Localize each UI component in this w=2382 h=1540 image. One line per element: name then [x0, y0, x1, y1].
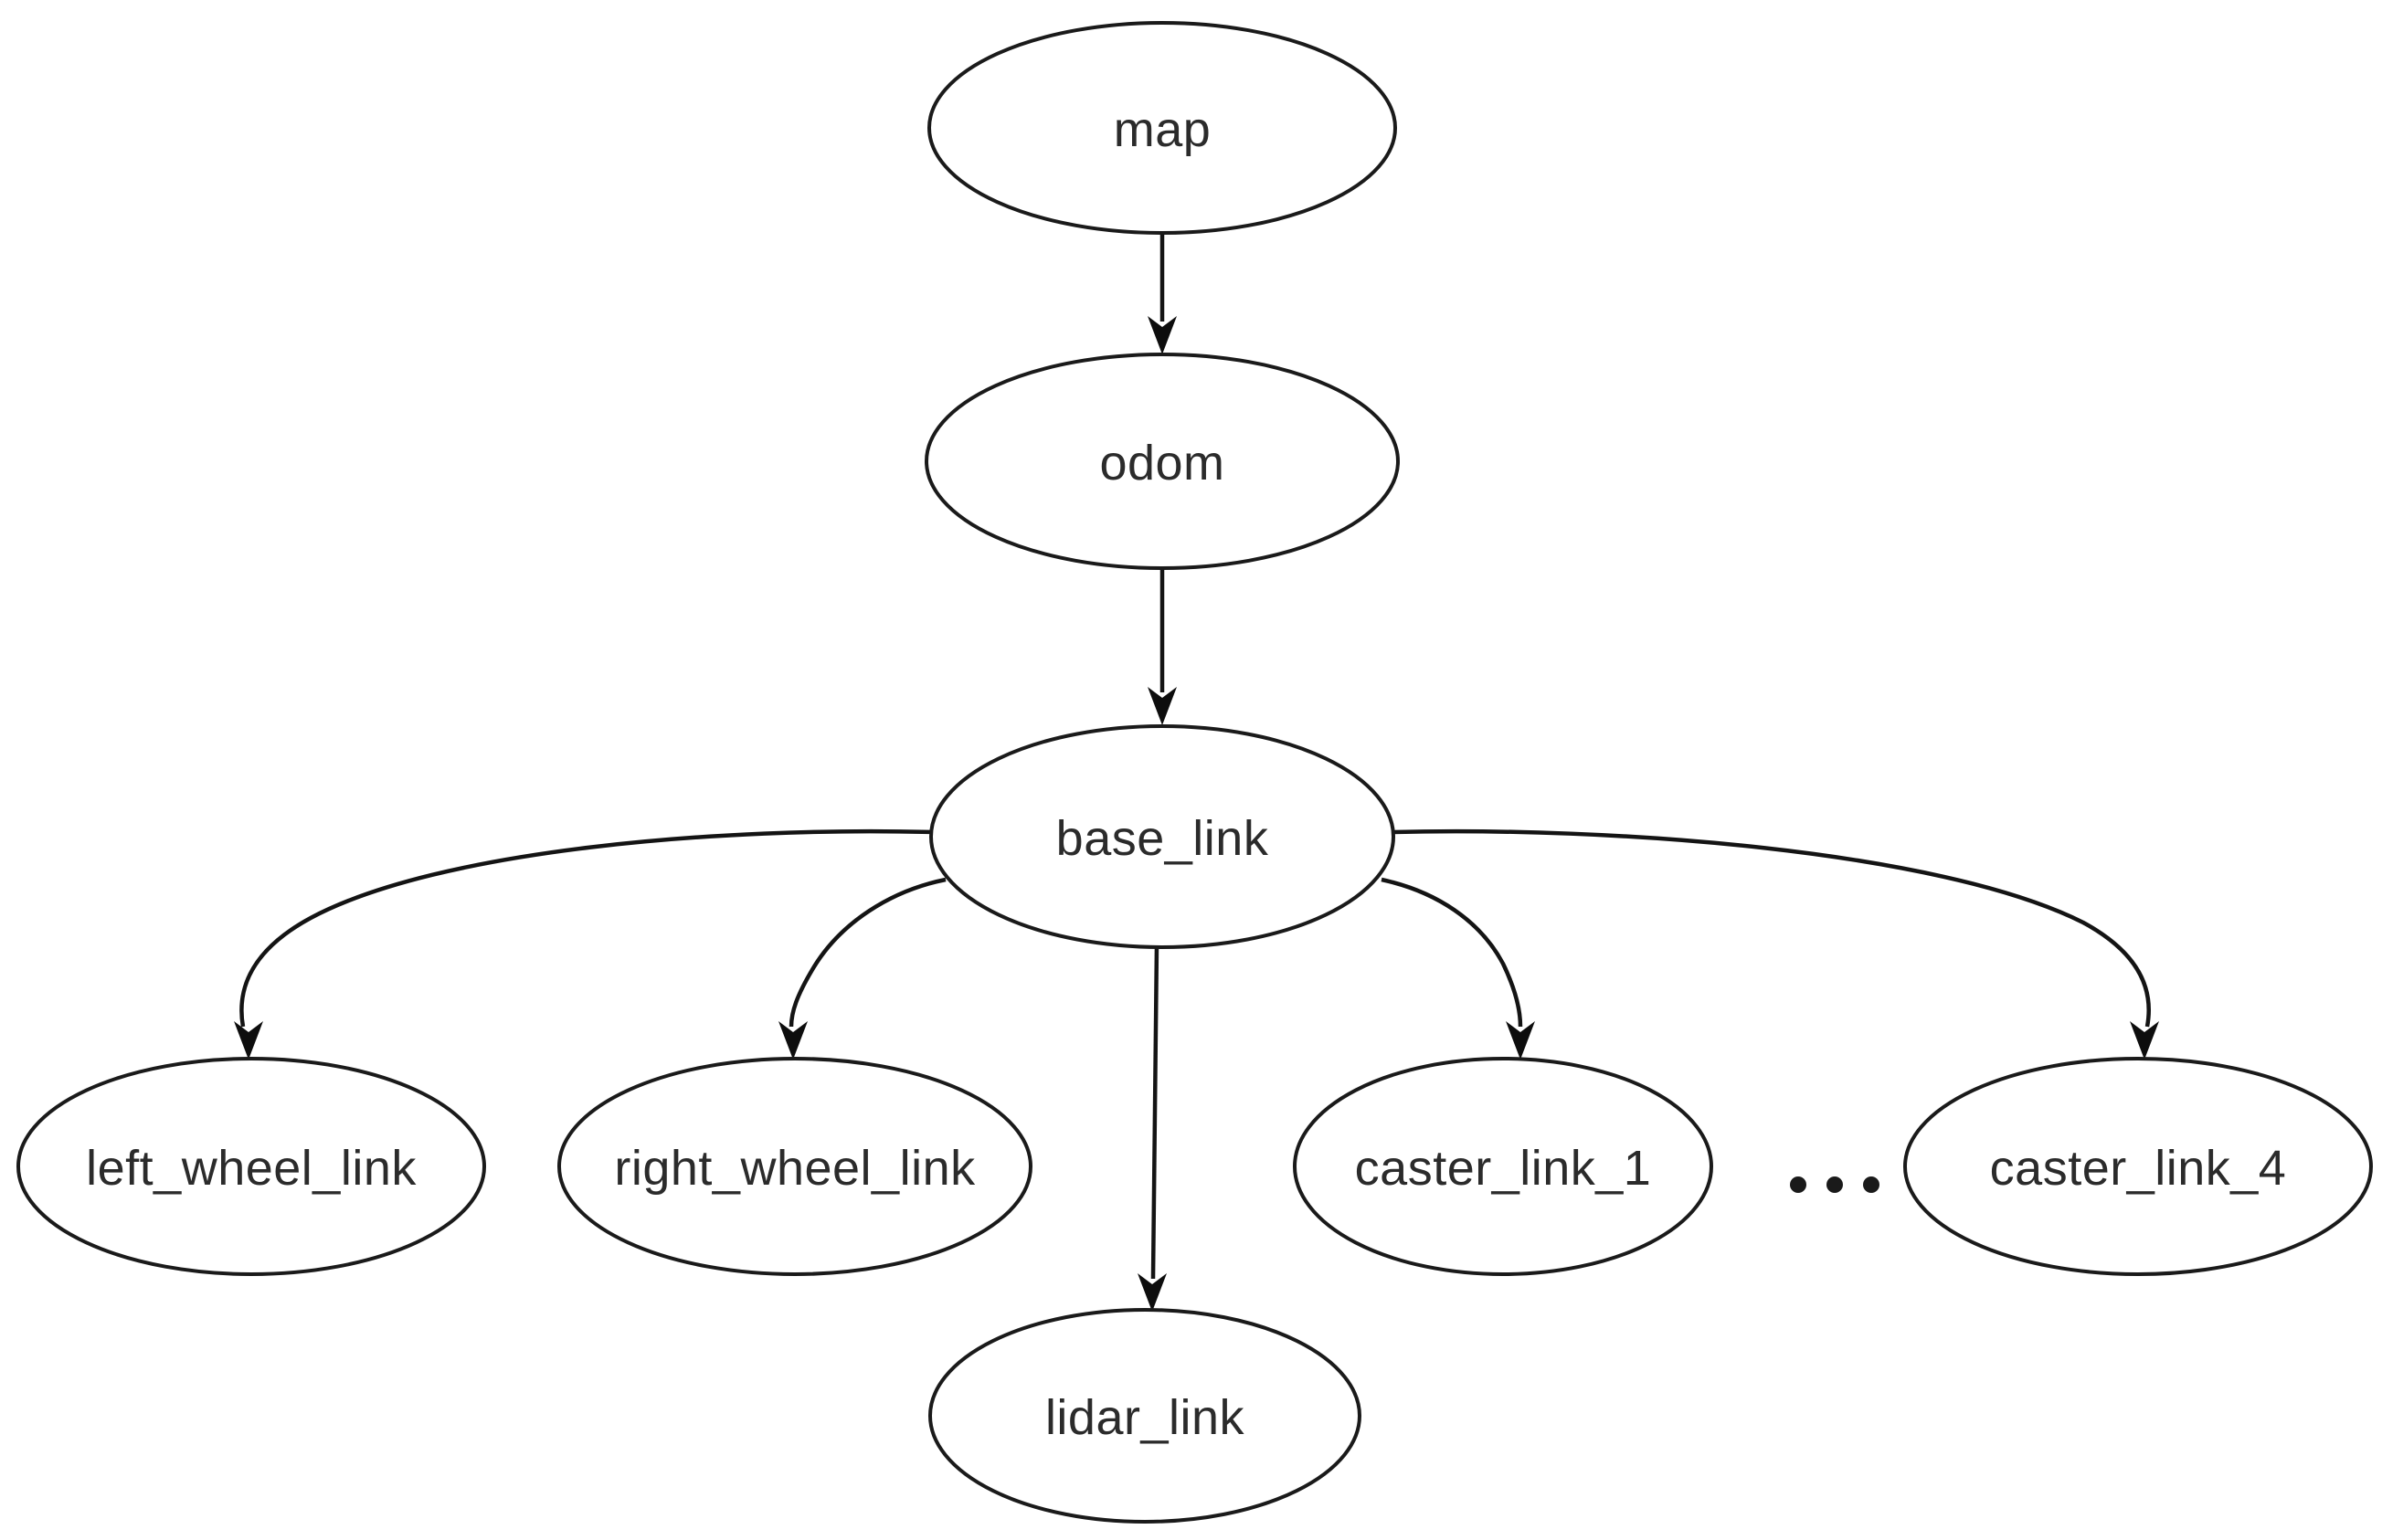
node-ellipse-left-wheel-link [16, 1057, 486, 1276]
arrowhead-icon [1138, 1273, 1167, 1312]
node-caster-link-1[interactable]: caster_link_1 [1293, 1057, 1713, 1276]
node-left-wheel-link[interactable]: left_wheel_link [16, 1057, 486, 1276]
arrowhead-icon [1506, 1021, 1535, 1060]
node-label-odom: odom [1099, 436, 1224, 490]
edge-odom-to-base-link [1148, 569, 1177, 725]
node-ellipse-right-wheel-link [557, 1057, 1032, 1276]
node-ellipse-map [927, 21, 1397, 235]
edge-base-link-to-right-wheel-link [778, 877, 947, 1060]
node-label-right-wheel-link: right_wheel_link [614, 1141, 976, 1196]
node-map[interactable]: map [927, 21, 1397, 235]
edge-base-link-to-caster-link-1 [1381, 877, 1535, 1060]
edge-base-link-to-caster-link-4 [1392, 828, 2159, 1060]
arrowhead-icon [778, 1021, 808, 1060]
arrowhead-icon [234, 1021, 263, 1060]
node-ellipse-base-link [929, 724, 1395, 949]
node-ellipse-odom [925, 353, 1400, 570]
node-label-lidar-link: lidar_link [1045, 1390, 1245, 1445]
arrowhead-icon [2130, 1021, 2159, 1060]
node-odom[interactable]: odom [925, 353, 1400, 570]
ellipsis-dot-icon [1826, 1176, 1843, 1193]
ellipsis-dot-icon [1790, 1176, 1806, 1193]
node-label-map: map [1114, 102, 1212, 157]
edge-base-link-to-left-wheel-link [234, 828, 933, 1060]
node-ellipse-caster-link-1 [1293, 1057, 1713, 1276]
edge-base-link-to-lidar-link [1138, 943, 1167, 1312]
arrowhead-icon [1148, 316, 1177, 354]
node-ellipse-lidar-link [928, 1308, 1361, 1524]
node-label-base-link: base_link [1056, 811, 1269, 866]
node-right-wheel-link[interactable]: right_wheel_link [557, 1057, 1032, 1276]
node-lidar-link[interactable]: lidar_link [928, 1308, 1361, 1524]
node-base-link[interactable]: base_link [929, 724, 1395, 949]
node-label-caster-link-4: caster_link_4 [1990, 1141, 2287, 1196]
node-caster-link-4[interactable]: caster_link_4 [1903, 1057, 2373, 1276]
arrowhead-icon [1148, 687, 1177, 725]
node-label-left-wheel-link: left_wheel_link [86, 1141, 417, 1196]
ellipsis-dot-icon [1863, 1176, 1879, 1193]
ellipsis-omitted-casters [1790, 1176, 1879, 1193]
edge-map-to-odom [1148, 234, 1177, 354]
node-ellipse-caster-link-4 [1903, 1057, 2373, 1276]
node-label-caster-link-1: caster_link_1 [1355, 1141, 1652, 1196]
